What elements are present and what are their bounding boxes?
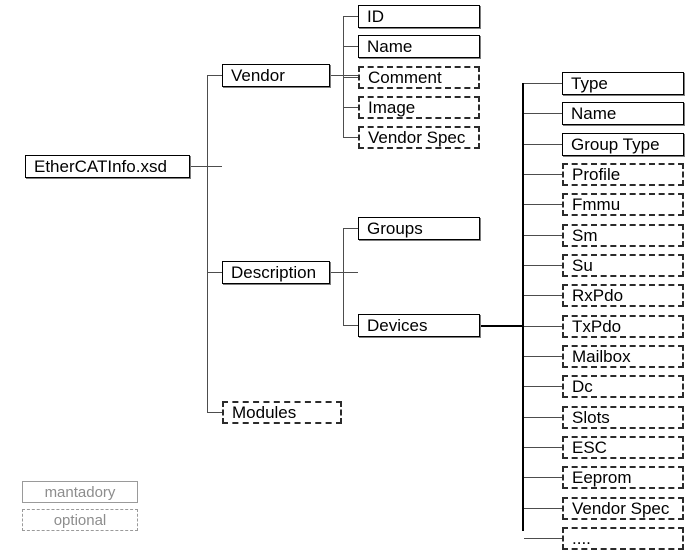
connector-to-eeprom bbox=[524, 477, 562, 478]
node-device-fmmu[interactable]: Fmmu bbox=[562, 193, 684, 216]
node-device-esc[interactable]: ESC bbox=[562, 436, 684, 459]
connector-to-description bbox=[207, 272, 222, 273]
node-devices[interactable]: Devices bbox=[358, 314, 480, 337]
node-device-name[interactable]: Name bbox=[562, 102, 684, 125]
node-vendor-comment[interactable]: Comment bbox=[358, 66, 480, 89]
node-modules[interactable]: Modules bbox=[222, 401, 342, 424]
connector-to-vendor-spec bbox=[343, 137, 358, 138]
connector-vendor-stub bbox=[330, 75, 358, 76]
node-device-rxpdo[interactable]: RxPdo bbox=[562, 284, 684, 307]
connector-devices-trunk bbox=[522, 83, 524, 531]
node-device-vendor-spec[interactable]: Vendor Spec bbox=[562, 497, 684, 520]
connector-to-fmmu bbox=[524, 204, 562, 205]
node-groups[interactable]: Groups bbox=[358, 217, 480, 240]
connector-to-more bbox=[524, 538, 562, 539]
node-device-su[interactable]: Su bbox=[562, 254, 684, 277]
node-vendor-image[interactable]: Image bbox=[358, 96, 480, 119]
node-device-mailbox[interactable]: Mailbox bbox=[562, 345, 684, 368]
node-description[interactable]: Description bbox=[222, 261, 330, 284]
connector-to-slots bbox=[524, 417, 562, 418]
connector-to-group-type bbox=[524, 144, 562, 145]
node-vendor-spec[interactable]: Vendor Spec bbox=[358, 126, 480, 149]
node-device-more[interactable]: .... bbox=[562, 527, 684, 550]
connector-level1-trunk bbox=[207, 75, 208, 413]
connector-to-vendor-name bbox=[343, 46, 358, 47]
connector-to-modules bbox=[207, 412, 222, 413]
node-vendor[interactable]: Vendor bbox=[222, 64, 330, 87]
connector-devices-stub bbox=[480, 325, 524, 327]
node-ethercatinfo-xsd[interactable]: EtherCATInfo.xsd bbox=[25, 155, 190, 178]
connector-to-mailbox bbox=[524, 356, 562, 357]
connector-to-vendor-id bbox=[343, 16, 358, 17]
connector-to-rxpdo bbox=[524, 295, 562, 296]
connector-description-trunk bbox=[343, 228, 344, 326]
node-device-sm[interactable]: Sm bbox=[562, 224, 684, 247]
connector-to-groups bbox=[343, 228, 358, 229]
connector-to-type bbox=[524, 83, 562, 84]
connector-to-vendor-comment bbox=[343, 77, 358, 78]
node-device-txpdo[interactable]: TxPdo bbox=[562, 315, 684, 338]
node-device-type[interactable]: Type bbox=[562, 72, 684, 95]
connector-to-vendor-image bbox=[343, 107, 358, 108]
node-device-slots[interactable]: Slots bbox=[562, 406, 684, 429]
node-vendor-name[interactable]: Name bbox=[358, 35, 480, 58]
node-device-group-type[interactable]: Group Type bbox=[562, 133, 684, 156]
connector-to-esc bbox=[524, 447, 562, 448]
node-device-dc[interactable]: Dc bbox=[562, 375, 684, 398]
connector-vendor-trunk bbox=[343, 16, 344, 137]
connector-to-vendor-spec-dev bbox=[524, 508, 562, 509]
connector-root-stub bbox=[190, 166, 222, 167]
node-vendor-id[interactable]: ID bbox=[358, 5, 480, 28]
connector-description-stub bbox=[330, 272, 358, 273]
legend-mandatory: mantadory bbox=[22, 481, 138, 503]
connector-to-txpdo bbox=[524, 326, 562, 327]
connector-to-profile bbox=[524, 174, 562, 175]
node-device-profile[interactable]: Profile bbox=[562, 163, 684, 186]
connector-to-sm bbox=[524, 235, 562, 236]
node-device-eeprom[interactable]: Eeprom bbox=[562, 466, 684, 489]
legend-optional: optional bbox=[22, 509, 138, 531]
connector-to-devices bbox=[343, 325, 358, 326]
connector-to-vendor bbox=[207, 75, 222, 76]
connector-to-dc bbox=[524, 386, 562, 387]
connector-to-name bbox=[524, 113, 562, 114]
connector-to-su bbox=[524, 265, 562, 266]
